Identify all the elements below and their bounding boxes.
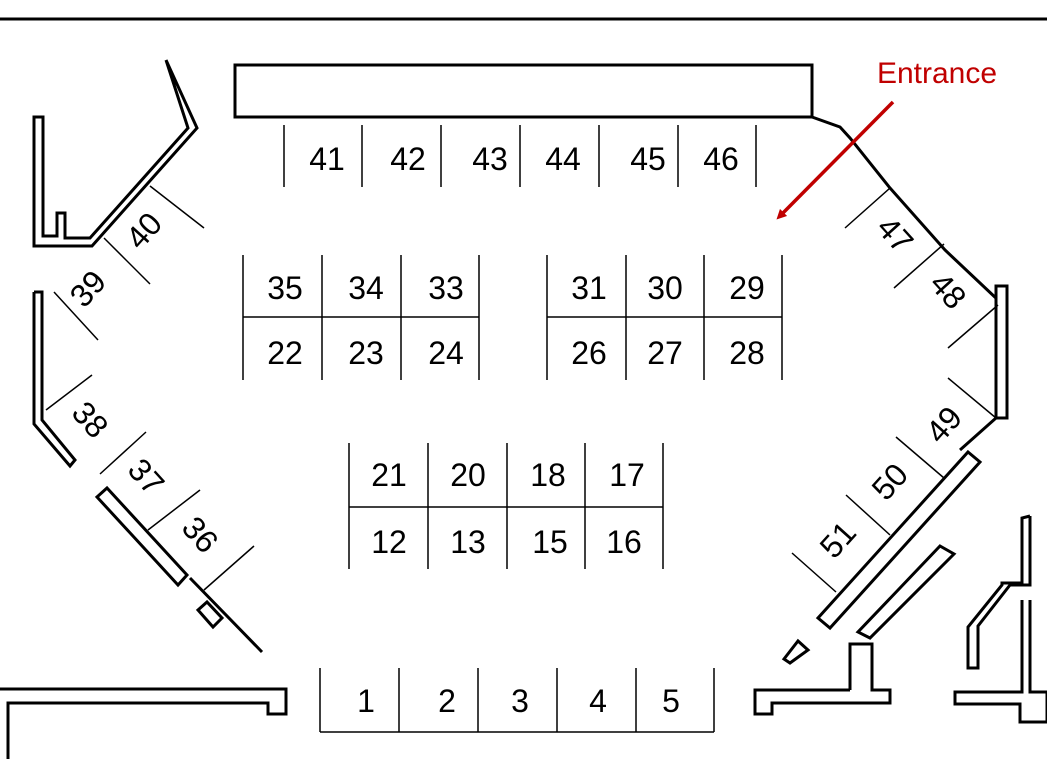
booth-42: 42 bbox=[390, 141, 426, 177]
booth-block-center bbox=[348, 443, 664, 569]
booth-20: 20 bbox=[450, 457, 486, 493]
booth-4: 4 bbox=[589, 683, 607, 719]
booth-44: 44 bbox=[545, 141, 581, 177]
booth-labels: 41 42 43 44 45 46 35 34 33 22 23 24 31 3… bbox=[63, 141, 974, 719]
booth-50: 50 bbox=[865, 456, 916, 507]
booth-39: 39 bbox=[63, 263, 114, 314]
entrance-label: Entrance bbox=[877, 57, 997, 90]
booth-37: 37 bbox=[121, 451, 172, 502]
booth-27: 27 bbox=[647, 335, 683, 371]
booth-block-right bbox=[546, 255, 783, 380]
left-diagonal-line bbox=[188, 576, 264, 654]
booth-24: 24 bbox=[428, 335, 464, 371]
booth-36: 36 bbox=[175, 509, 226, 560]
right-counter-2 bbox=[855, 544, 957, 640]
booth-right-dividers bbox=[791, 187, 999, 593]
left-top-wall bbox=[32, 59, 199, 248]
booth-21: 21 bbox=[371, 457, 407, 493]
booth-47: 47 bbox=[870, 209, 921, 260]
entrance-wall bbox=[811, 115, 1000, 302]
booth-15: 15 bbox=[532, 524, 568, 560]
booth-22: 22 bbox=[267, 335, 303, 371]
booth-5: 5 bbox=[662, 683, 680, 719]
left-counter bbox=[94, 485, 190, 588]
top-counter bbox=[233, 63, 814, 119]
booth-3: 3 bbox=[511, 683, 529, 719]
booth-17: 17 bbox=[609, 457, 645, 493]
booth-30: 30 bbox=[647, 270, 683, 306]
far-right-structure bbox=[966, 514, 1032, 670]
booth-block-left bbox=[242, 255, 480, 380]
far-right-lower bbox=[953, 600, 1047, 724]
booth-left-dividers bbox=[45, 185, 255, 591]
booth-41: 41 bbox=[309, 141, 345, 177]
left-small-block bbox=[195, 599, 225, 630]
booth-40: 40 bbox=[119, 205, 170, 256]
booth-51: 51 bbox=[813, 514, 864, 565]
left-side-wall bbox=[32, 290, 77, 469]
booth-31: 31 bbox=[571, 270, 607, 306]
booth-1: 1 bbox=[357, 683, 375, 719]
right-wall-panel bbox=[994, 284, 1009, 420]
booth-26: 26 bbox=[571, 335, 607, 371]
booth-38: 38 bbox=[65, 394, 116, 445]
right-wall-diagonal bbox=[959, 416, 997, 452]
booth-48: 48 bbox=[923, 265, 974, 316]
booth-13: 13 bbox=[450, 524, 486, 560]
booth-49: 49 bbox=[919, 399, 970, 450]
right-counter-1 bbox=[815, 449, 983, 631]
booth-43: 43 bbox=[472, 141, 508, 177]
booth-row-41-46 bbox=[283, 125, 757, 187]
booth-34: 34 bbox=[348, 270, 384, 306]
booth-45: 45 bbox=[630, 141, 666, 177]
booth-29: 29 bbox=[729, 270, 765, 306]
booth-12: 12 bbox=[371, 524, 407, 560]
booth-row-1-5 bbox=[319, 668, 715, 733]
bottom-left-wall bbox=[0, 687, 288, 759]
booth-18: 18 bbox=[530, 457, 566, 493]
booth-35: 35 bbox=[267, 270, 303, 306]
booth-16: 16 bbox=[606, 524, 642, 560]
booth-23: 23 bbox=[348, 335, 384, 371]
booth-28: 28 bbox=[729, 335, 765, 371]
bottom-right-wall bbox=[753, 642, 892, 716]
right-small-block bbox=[781, 638, 811, 665]
booth-46: 46 bbox=[703, 141, 739, 177]
booth-33: 33 bbox=[428, 270, 464, 306]
booth-2: 2 bbox=[438, 683, 456, 719]
entrance-arrow-icon bbox=[776, 100, 895, 220]
